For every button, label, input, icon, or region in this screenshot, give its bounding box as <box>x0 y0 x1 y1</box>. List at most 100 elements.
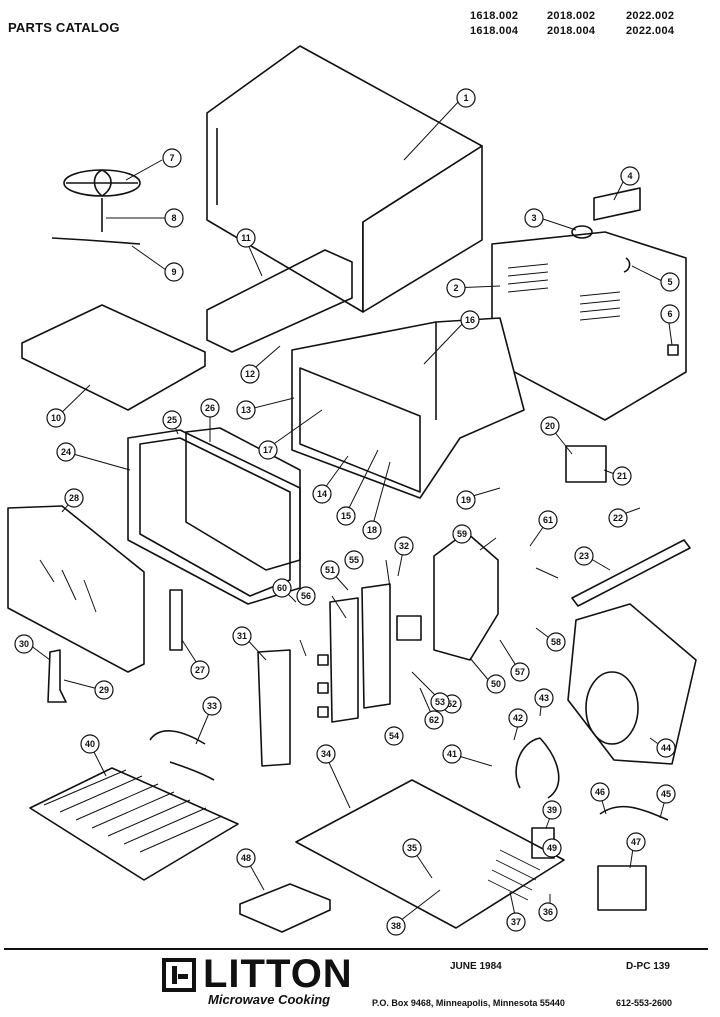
svg-text:16: 16 <box>465 315 475 325</box>
callout-34: 34 <box>316 744 336 764</box>
callout-41: 41 <box>442 744 462 764</box>
callout-44: 44 <box>656 738 676 758</box>
svg-text:12: 12 <box>245 369 255 379</box>
motor-part <box>396 615 422 641</box>
litton-logo-icon <box>162 958 196 992</box>
svg-text:1: 1 <box>463 93 468 103</box>
callout-20: 20 <box>540 416 560 436</box>
svg-text:52: 52 <box>447 699 457 709</box>
control-panel-frame-part <box>257 649 291 767</box>
svg-text:42: 42 <box>513 713 523 723</box>
exploded-view-drawing: 1 2 3 4 5 6 7 8 9 10 11 12 13 14 15 16 1… <box>7 45 697 936</box>
svg-text:49: 49 <box>547 843 557 853</box>
callout-40: 40 <box>80 734 100 754</box>
control-plate-part <box>361 583 391 709</box>
callout-43: 43 <box>534 688 554 708</box>
lamp-part <box>571 225 593 239</box>
model-number: 2022.002 <box>626 10 675 22</box>
svg-text:26: 26 <box>205 403 215 413</box>
svg-text:44: 44 <box>661 743 671 753</box>
callout-37: 37 <box>506 912 526 932</box>
svg-text:41: 41 <box>447 749 457 759</box>
callout-24: 24 <box>56 442 76 462</box>
callout-39: 39 <box>542 800 562 820</box>
svg-text:19: 19 <box>461 495 471 505</box>
base-plate-part <box>295 779 565 929</box>
svg-text:62: 62 <box>429 715 439 725</box>
callout-42: 42 <box>508 708 528 728</box>
model-number: 2018.004 <box>547 25 596 37</box>
callout-6: 6 <box>660 304 680 324</box>
lamp-socket-part <box>623 257 631 273</box>
fan-motor-part <box>515 737 560 799</box>
svg-text:36: 36 <box>543 907 553 917</box>
callout-7: 7 <box>162 148 182 168</box>
callout-18: 18 <box>362 520 382 540</box>
interlock-frame-part <box>433 531 499 661</box>
harness-box-part <box>239 883 331 933</box>
svg-text:51: 51 <box>325 565 335 575</box>
svg-text:18: 18 <box>367 525 377 535</box>
callout-26: 26 <box>200 398 220 418</box>
model-number: 2022.004 <box>626 25 675 37</box>
svg-text:43: 43 <box>539 693 549 703</box>
cover-plate-part <box>21 304 206 411</box>
callout-50: 50 <box>486 674 506 694</box>
callout-25: 25 <box>162 410 182 430</box>
callout-11: 11 <box>236 228 256 248</box>
callout-17: 17 <box>258 440 278 460</box>
svg-text:23: 23 <box>579 551 589 561</box>
svg-text:35: 35 <box>407 843 417 853</box>
brand-subtitle: Microwave Cooking <box>208 992 331 1007</box>
callout-47: 47 <box>626 832 646 852</box>
door-choke-part <box>185 427 301 571</box>
callout-23: 23 <box>574 546 594 566</box>
svg-text:8: 8 <box>171 213 176 223</box>
svg-text:55: 55 <box>349 555 359 565</box>
callout-56: 56 <box>296 586 316 606</box>
callout-5: 5 <box>660 272 680 292</box>
callout-36: 36 <box>538 902 558 922</box>
svg-text:45: 45 <box>661 789 671 799</box>
oven-rack-part <box>29 767 239 881</box>
svg-text:25: 25 <box>167 415 177 425</box>
callout-2: 2 <box>446 278 466 298</box>
callout-16: 16 <box>460 310 480 330</box>
door-glass-part <box>7 505 145 673</box>
model-number: 1618.002 <box>470 10 519 22</box>
catalog-title: PARTS CATALOG <box>8 20 120 35</box>
svg-text:34: 34 <box>321 749 331 759</box>
diode-part <box>599 805 669 821</box>
wire-harness-part <box>149 730 215 781</box>
foot-part <box>667 344 679 356</box>
magnetron-part <box>565 445 607 483</box>
svg-text:14: 14 <box>317 489 327 499</box>
callout-29: 29 <box>94 680 114 700</box>
svg-text:15: 15 <box>341 511 351 521</box>
door-latch-part <box>169 589 183 651</box>
svg-text:10: 10 <box>51 413 61 423</box>
svg-text:38: 38 <box>391 921 401 931</box>
callout-49: 49 <box>542 838 562 858</box>
callout-61: 61 <box>538 510 558 530</box>
svg-text:11: 11 <box>241 233 251 243</box>
callout-53: 53 <box>430 692 450 712</box>
side-panel-part <box>491 231 687 421</box>
svg-text:59: 59 <box>457 529 467 539</box>
callout-12: 12 <box>240 364 260 384</box>
blower-housing-part <box>567 603 697 765</box>
fan-bracket-part <box>51 237 141 245</box>
svg-text:9: 9 <box>171 267 176 277</box>
callout-32: 32 <box>394 536 414 556</box>
callout-38: 38 <box>386 916 406 936</box>
callout-31: 31 <box>232 626 252 646</box>
callout-60: 60 <box>272 578 292 598</box>
callout-28: 28 <box>64 488 84 508</box>
label-plate-part <box>593 187 641 221</box>
svg-text:39: 39 <box>547 805 557 815</box>
callout-30: 30 <box>14 634 34 654</box>
svg-text:17: 17 <box>263 445 273 455</box>
brand-name: LITTON <box>203 952 353 996</box>
latch-part <box>47 649 67 703</box>
